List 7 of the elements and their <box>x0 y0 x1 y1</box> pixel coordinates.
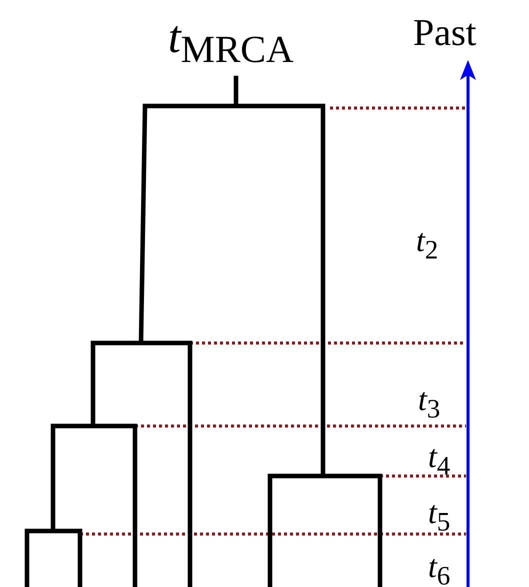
interval-label: t$_{2}$ <box>416 224 438 264</box>
time-label: t$_{MRCA}$ <box>168 14 294 70</box>
axis-label: Past <box>413 14 476 52</box>
interval-label: t$_{5}$ <box>428 496 450 536</box>
interval-label: t$_{6}$ <box>428 550 450 587</box>
interval-label: t$_{3}$ <box>418 383 440 422</box>
interval-label: t$_{4}$ <box>428 440 450 480</box>
